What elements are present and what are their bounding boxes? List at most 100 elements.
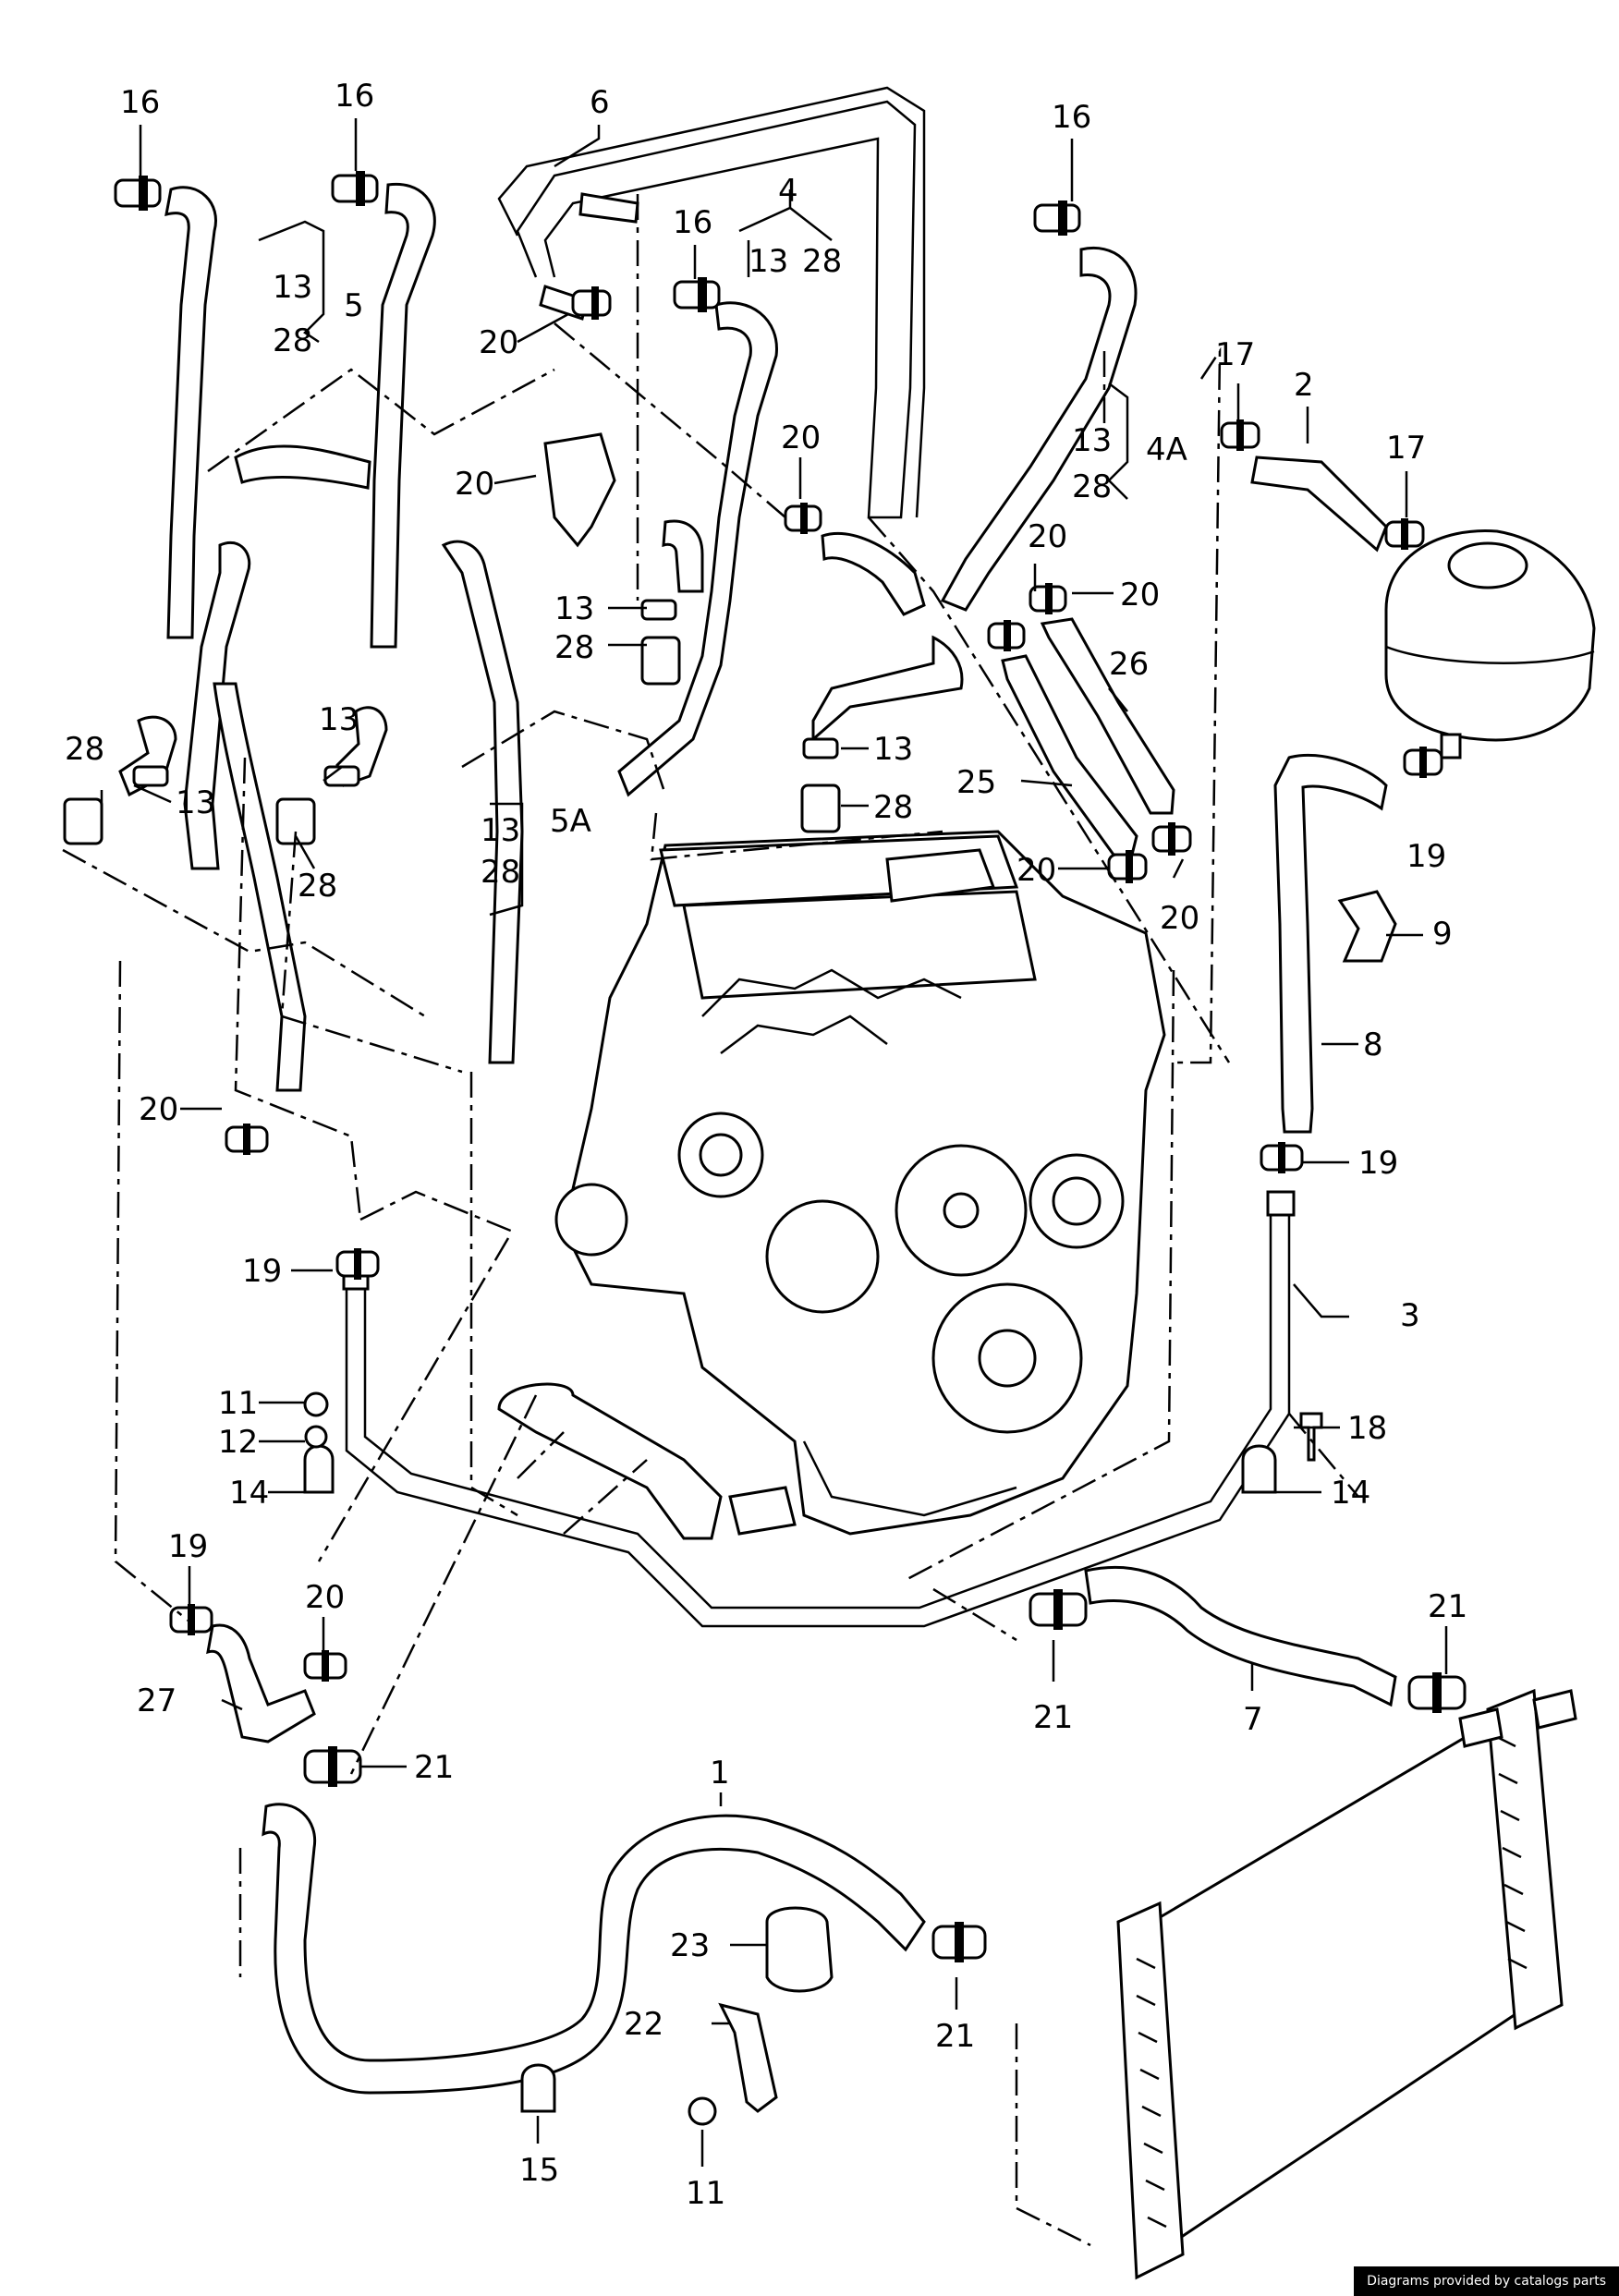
callout-6: 6 (590, 84, 610, 121)
engine-thermostat-inner (699, 1133, 743, 1177)
hose-25 (1001, 654, 1138, 856)
hose-27 (206, 1623, 316, 1743)
engine-block (554, 830, 1166, 1536)
leader-lines (100, 118, 1448, 2167)
callout-13: 13 (273, 269, 312, 306)
engine-intake-runners (701, 968, 962, 1054)
callout-26: 26 (1109, 646, 1149, 683)
callout-19: 19 (168, 1528, 208, 1565)
bolt-18 (1299, 1412, 1323, 1462)
clamp-15 (520, 2063, 556, 2113)
callout-19: 19 (1358, 1145, 1398, 1182)
hose-8 (1273, 753, 1388, 1134)
callout-23: 23 (670, 1927, 710, 1964)
engine-coolant-flange (885, 848, 996, 903)
callout-13: 13 (319, 701, 359, 738)
clamps (114, 171, 1467, 2113)
callout-25: 25 (956, 764, 996, 801)
credit-banner: Diagrams provided by catalogs parts (1354, 2266, 1619, 2296)
clamp-17b (1384, 518, 1425, 550)
callout-27: 27 (137, 1683, 177, 1719)
callout-13: 13 (1072, 422, 1112, 459)
callout-28: 28 (65, 731, 104, 768)
callout-20: 20 (479, 324, 518, 361)
tank-outlet (1440, 733, 1462, 759)
pipe-6-inner (497, 86, 926, 518)
fittings (63, 432, 1397, 2126)
clamp-19-pipe3 (335, 1248, 380, 1280)
fitting-13-center (640, 599, 677, 621)
callout-7: 7 (1243, 1701, 1263, 1738)
pipe-6 (516, 100, 917, 519)
callout-5: 5 (344, 287, 364, 324)
hose-4 (617, 301, 778, 797)
engine-oil-pan (802, 1440, 1017, 1517)
callout-28: 28 (481, 854, 520, 891)
fitting-13-left (132, 765, 169, 787)
callout-20: 20 (1120, 577, 1160, 613)
callout-28: 28 (554, 629, 594, 666)
clamp-20-25 (1107, 850, 1148, 883)
fitting-28-right (800, 784, 841, 833)
callout-14: 14 (229, 1475, 269, 1512)
callout-14: 14 (1331, 1475, 1370, 1512)
fitting-28-center (640, 636, 681, 686)
hose-5a-left-tube (213, 682, 307, 1092)
clamp-21-hose1-right (931, 1922, 987, 1962)
hose-5-left (164, 186, 217, 639)
callout-labels: 16 16 6 16 4 16 13 28 13 5 28 20 17 2 17… (65, 78, 1467, 2212)
clamp-20-27 (303, 1650, 347, 1682)
callout-28: 28 (1072, 468, 1112, 505)
clamp-20-4a-right (1029, 583, 1067, 614)
hose-2 (1250, 456, 1388, 553)
callout-20: 20 (1016, 852, 1056, 889)
engine-port (554, 1183, 628, 1257)
callout-5a: 5A (550, 803, 591, 840)
callout-4: 4 (778, 173, 798, 210)
callout-21: 21 (414, 1749, 454, 1786)
washer-12 (304, 1425, 328, 1449)
hose-4a-side (821, 531, 926, 616)
clamp-16b (331, 171, 379, 206)
callout-4a: 4A (1146, 431, 1187, 468)
clamp-16d (673, 277, 721, 312)
clamp-14-left (303, 1444, 335, 1494)
pipe-3-inner (363, 1201, 1272, 1610)
callout-13: 13 (481, 812, 520, 849)
clamp-20-hose4 (784, 503, 822, 534)
clamp-20a (571, 286, 612, 320)
callout-28: 28 (802, 243, 842, 280)
fitting-9-clip (1337, 890, 1397, 963)
clamp-20-26 (1151, 822, 1192, 856)
radiator-left-tank (1116, 1901, 1185, 2280)
clamp-19-hose8 (1260, 1142, 1304, 1173)
engine-oil-filter (765, 1199, 880, 1314)
callout-28: 28 (273, 322, 312, 359)
engine-pulley-lower-hub (978, 1329, 1037, 1388)
radiator (1116, 1688, 1577, 2280)
callout-13: 13 (749, 243, 788, 280)
bracket-22 (718, 2002, 778, 2113)
clamp-17a (1220, 419, 1260, 451)
hose-5-right (370, 182, 436, 649)
hose-4a-lower (811, 635, 964, 743)
clamp-19-27 (169, 1604, 213, 1635)
tank-body (1384, 528, 1596, 742)
callout-28: 28 (873, 789, 913, 826)
clamp-19-tank (1403, 747, 1443, 778)
clamp-21-hose7-right (1407, 1672, 1467, 1713)
expansion-tank (1384, 528, 1596, 759)
callout-19: 19 (242, 1253, 282, 1290)
clamp-21-hose1-left (303, 1746, 362, 1787)
callout-17: 17 (1386, 430, 1426, 467)
hose-7 (1084, 1565, 1397, 1707)
fitting-20-bracket (543, 432, 616, 548)
callout-28: 28 (298, 868, 337, 905)
callout-20: 20 (455, 466, 494, 503)
engine-alternator-hub (1052, 1176, 1102, 1226)
callout-22: 22 (624, 2006, 663, 2043)
callout-13: 13 (176, 784, 215, 821)
engine-pulley-upper-hub (943, 1192, 980, 1229)
hose-1 (262, 1803, 926, 2095)
